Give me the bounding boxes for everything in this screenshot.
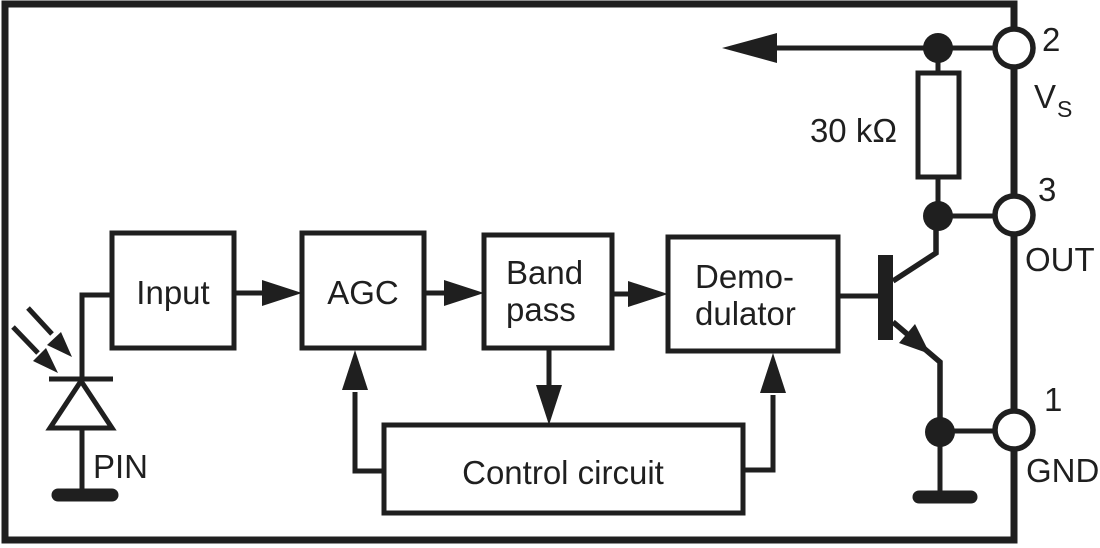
pin-1-name: GND — [1026, 452, 1099, 489]
pin-3-number: 3 — [1038, 171, 1056, 208]
supply-rail: 30 kΩ — [722, 7, 1017, 231]
pin-2-name-subscript: S — [1057, 96, 1072, 122]
arrow-input-to-agc — [234, 280, 302, 306]
bandpass-label-line1: Band — [506, 254, 583, 291]
pin-2-terminal — [992, 26, 1036, 70]
demodulator-label-line2: dulator — [695, 295, 796, 332]
emitter-ground-branch — [912, 417, 996, 504]
pin-3-name: OUT — [1025, 241, 1095, 278]
junction-dot — [925, 417, 955, 447]
pin-2-number: 2 — [1042, 21, 1060, 58]
diode-triangle — [45, 376, 117, 431]
arrow-bandpass-to-control — [536, 348, 562, 425]
npn-transistor — [838, 228, 943, 426]
arrow-bandpass-to-demodulator — [612, 281, 668, 307]
photodiode-wire — [79, 292, 112, 379]
resistor-value-label: 30 kΩ — [810, 112, 897, 149]
pin-1-number: 1 — [1044, 381, 1062, 418]
pin-2-name: V — [1034, 78, 1056, 115]
pin-1-terminal — [992, 408, 1036, 452]
supply-arrowhead — [722, 33, 777, 63]
control-circuit-block — [381, 422, 746, 516]
demodulator-label-line1: Demo- — [695, 258, 794, 295]
module-outline — [1, 0, 1018, 544]
emitter-arrowhead — [899, 324, 930, 354]
pullup-resistor — [915, 70, 962, 180]
bandpass-label-line2: pass — [506, 291, 576, 328]
photodiode-label: PIN — [93, 448, 148, 485]
pin-photodiode: PIN — [11, 292, 148, 502]
transistor-collector — [891, 228, 939, 284]
junction-dot — [923, 201, 953, 231]
light-ray-icon — [26, 306, 72, 357]
transistor-base-bar — [878, 255, 893, 340]
input-label: Input — [136, 274, 209, 311]
bandpass-block — [481, 232, 615, 351]
input-block — [109, 230, 237, 351]
control-circuit-label: Control circuit — [462, 454, 664, 491]
arrow-control-to-demodulator — [743, 353, 786, 473]
light-ray-icon — [11, 325, 58, 373]
junction-dot — [923, 33, 953, 63]
arrow-agc-to-bandpass — [424, 280, 484, 306]
arrow-control-to-agc — [342, 350, 384, 474]
agc-label: AGC — [327, 274, 399, 311]
pin-3-terminal — [992, 193, 1036, 237]
